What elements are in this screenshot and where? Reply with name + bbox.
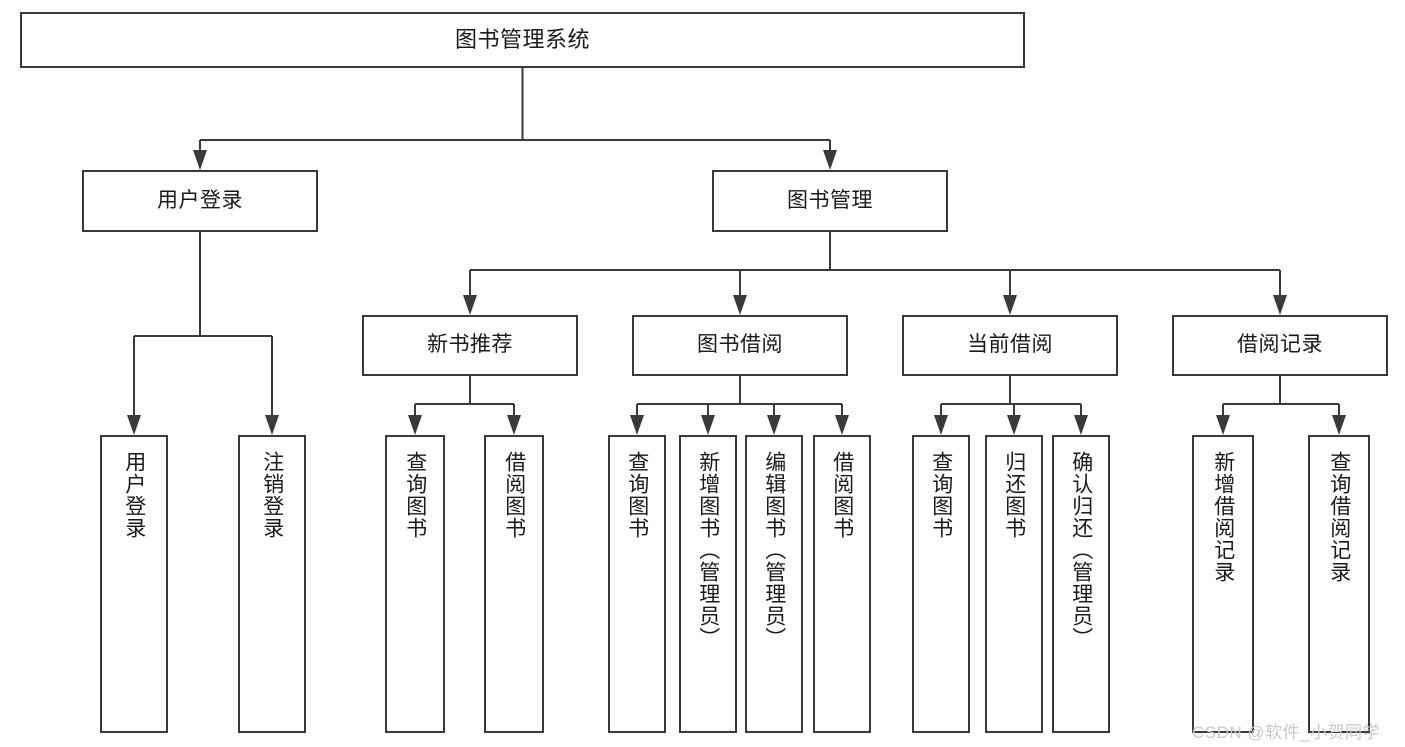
node-leaf-rec-1[interactable]: 新增借阅记录 [1192, 435, 1254, 733]
node-current[interactable]: 当前借阅 [902, 315, 1118, 376]
node-label: 图书管理系统 [454, 27, 590, 53]
node-leaf-cur-2[interactable]: 归还图书 [985, 435, 1043, 733]
node-label: 借阅图书 [502, 451, 526, 539]
node-leaf-borrow-1[interactable]: 查询图书 [608, 435, 666, 733]
node-label: 借阅图书 [830, 451, 854, 539]
node-label: 归还图书 [1002, 451, 1026, 539]
node-leaf-rec-2[interactable]: 查询借阅记录 [1308, 435, 1370, 733]
node-label: 新增借阅记录 [1211, 451, 1235, 583]
node-leaf-new-2[interactable]: 借阅图书 [484, 435, 544, 733]
node-newbook[interactable]: 新书推荐 [362, 315, 578, 376]
csdn-watermark: CSDN @软件_小贺同学 [1192, 723, 1381, 742]
node-leaf-cur-3[interactable]: 确认归还（管理员） [1052, 435, 1110, 733]
node-label: 查询图书 [929, 451, 953, 539]
node-label: 当前借阅 [967, 333, 1053, 357]
node-login[interactable]: 用户登录 [82, 170, 318, 232]
node-borrow[interactable]: 图书借阅 [632, 315, 848, 376]
node-leaf-borrow-3[interactable]: 编辑图书（管理员） [745, 435, 803, 733]
node-label: 查询图书 [403, 451, 427, 539]
node-root[interactable]: 图书管理系统 [20, 12, 1025, 68]
node-label: 借阅记录 [1237, 333, 1323, 357]
node-leaf-borrow-2[interactable]: 新增图书（管理员） [679, 435, 737, 733]
node-leaf-new-1[interactable]: 查询图书 [385, 435, 445, 733]
node-label: 图书借阅 [697, 333, 783, 357]
node-leaf-borrow-4[interactable]: 借阅图书 [813, 435, 871, 733]
node-label: 用户登录 [157, 188, 243, 212]
node-label: 新增图书（管理员） [696, 451, 720, 649]
node-label: 编辑图书（管理员） [762, 451, 786, 649]
node-label: 查询借阅记录 [1327, 451, 1351, 583]
node-label: 新书推荐 [427, 333, 513, 357]
node-label: 注销登录 [260, 451, 284, 539]
node-leaf-cur-1[interactable]: 查询图书 [912, 435, 970, 733]
node-leaf-login-2[interactable]: 注销登录 [238, 435, 306, 733]
node-label: 确认归还（管理员） [1069, 451, 1093, 649]
node-records[interactable]: 借阅记录 [1172, 315, 1388, 376]
node-label: 图书管理 [787, 188, 873, 212]
node-label: 用户登录 [122, 451, 146, 539]
node-bookmgmt[interactable]: 图书管理 [712, 170, 948, 232]
node-leaf-login-1[interactable]: 用户登录 [100, 435, 168, 733]
node-label: 查询图书 [625, 451, 649, 539]
